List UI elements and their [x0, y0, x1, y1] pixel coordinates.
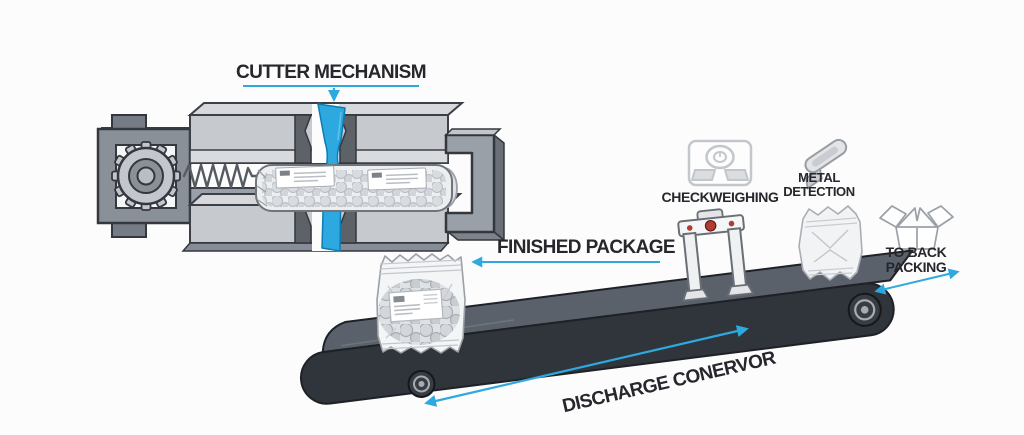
to-back-packing-icon — [879, 205, 954, 250]
end-bracket — [444, 128, 507, 242]
metal-detection-icon — [804, 138, 848, 190]
to-back-packing-label-line1: TO BACK — [886, 244, 947, 260]
arch-indicator-lights — [686, 219, 735, 232]
cutter-mechanism-label: CUTTER MECHANISM — [236, 62, 426, 83]
tube-label — [275, 165, 335, 189]
to-packing-arrow-icon — [874, 268, 960, 295]
cutter-mechanism-callout: CUTTER MECHANISM — [236, 62, 427, 103]
finished-package-label: FINISHED PACKAGE — [497, 237, 675, 258]
to-back-packing-label-line2: PACKING — [886, 259, 947, 275]
checkweighing-label: CHECKWEIGHING — [662, 189, 779, 205]
product-tube — [255, 164, 458, 212]
conveyor-roller-right — [847, 292, 882, 327]
tube-label — [367, 167, 427, 191]
cutter-machine — [96, 102, 507, 252]
metal-detection-label-line2: DETECTION — [783, 184, 855, 199]
upper-jaw-block — [187, 102, 465, 164]
checkweighing-callout: CHECKWEIGHING — [662, 139, 779, 205]
checkweighing-icon — [687, 139, 753, 187]
finished-package-callout: FINISHED PACKAGE — [471, 237, 676, 268]
gear-icon — [111, 141, 181, 211]
bag-label — [388, 288, 444, 323]
metal-detection-callout: METAL DETECTION — [783, 138, 855, 199]
conveyor-direction-arrow-icon — [424, 325, 749, 407]
metal-detector-arch — [677, 208, 755, 302]
metal-detection-label-line1: METAL — [798, 170, 840, 185]
finished-package-bag — [376, 253, 466, 354]
inspected-package-bag — [798, 205, 863, 281]
